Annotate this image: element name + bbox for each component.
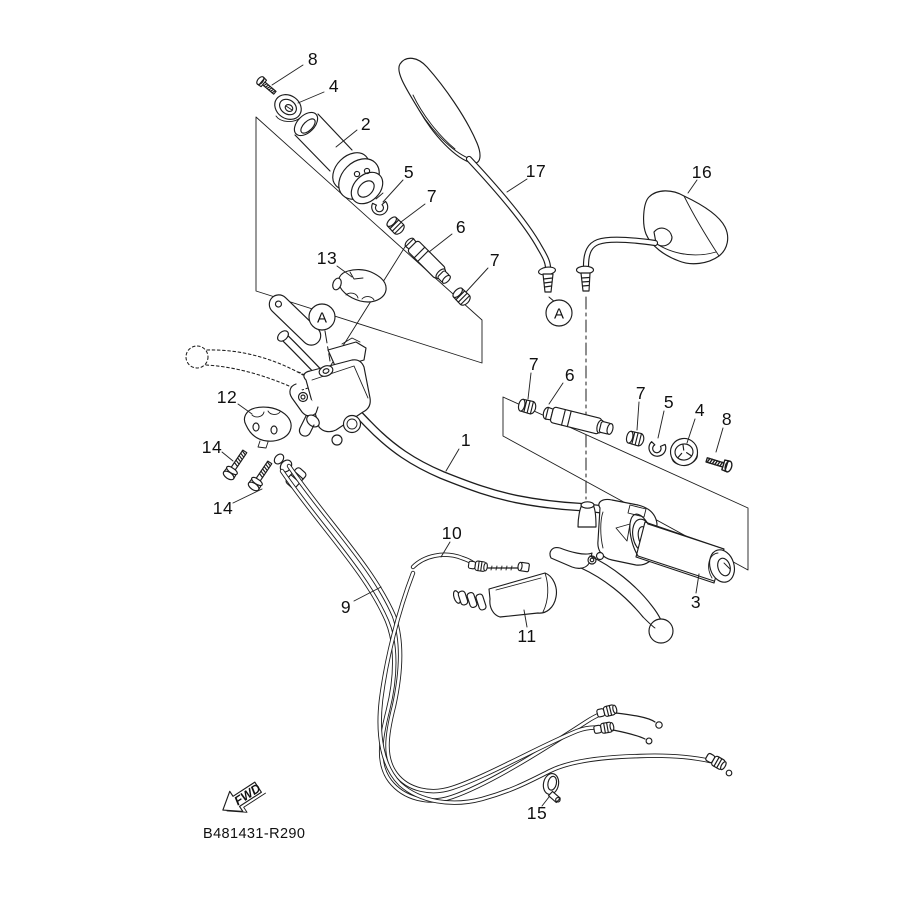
part-number-label: 7 bbox=[636, 383, 646, 403]
holder-strap bbox=[268, 294, 322, 346]
bolt-14-upper bbox=[221, 447, 251, 483]
fwd-arrow: FWD bbox=[222, 781, 266, 813]
clip-5-left bbox=[370, 199, 391, 218]
part-number-label: 15 bbox=[527, 803, 547, 823]
nut-7-right-1 bbox=[516, 397, 538, 416]
part-number-label: 8 bbox=[722, 409, 732, 429]
nut-7-right-2 bbox=[624, 429, 646, 448]
mirror-left bbox=[398, 57, 557, 293]
screw-8-left bbox=[254, 74, 279, 97]
cap-4-right bbox=[669, 437, 699, 467]
part-number-label: 13 bbox=[317, 248, 337, 268]
part-number-label: 6 bbox=[456, 217, 466, 237]
part-number-label: 10 bbox=[442, 523, 462, 543]
master-cylinder bbox=[289, 337, 371, 446]
throttle-cable-10 bbox=[410, 552, 530, 573]
ref-marker-a-right: A bbox=[545, 299, 573, 327]
part-number-label: 7 bbox=[529, 354, 539, 374]
clip-5-right bbox=[647, 440, 667, 458]
mirror-right bbox=[575, 190, 729, 292]
ref-marker-label: A bbox=[554, 306, 564, 323]
part-number-label: 6 bbox=[565, 365, 575, 385]
part-number-label: 12 bbox=[217, 387, 237, 407]
part-number-label: 3 bbox=[691, 592, 701, 612]
leader-lines bbox=[221, 64, 724, 807]
throttle-cable-end-1 bbox=[595, 703, 663, 729]
part-number-label: 14 bbox=[213, 498, 233, 518]
part-number-label: 11 bbox=[517, 626, 536, 646]
throttle-cable-end-2 bbox=[592, 720, 653, 745]
part-number-label: 8 bbox=[308, 49, 318, 69]
part-number-label: 4 bbox=[695, 400, 705, 420]
part-labels: 8 4 2 5 7 6 7 13 17 16 7 6 7 5 4 8 12 14… bbox=[202, 49, 732, 823]
clutch-cable-end bbox=[703, 751, 733, 777]
clamp-12 bbox=[243, 406, 292, 449]
cable-9-pair bbox=[279, 463, 606, 803]
ref-marker-label: A bbox=[317, 310, 327, 327]
cable-loop bbox=[377, 570, 713, 805]
throttle-grip-tube-2 bbox=[293, 111, 384, 205]
bolt-14-lower bbox=[246, 458, 276, 494]
part-number-label: 5 bbox=[404, 162, 414, 182]
fwd-arrow-label: FWD bbox=[232, 781, 264, 808]
clamp-13 bbox=[332, 269, 387, 303]
nut-7-left-upper bbox=[384, 214, 407, 237]
part-number-label: 9 bbox=[341, 597, 351, 617]
part-number-label: 2 bbox=[361, 114, 371, 134]
washer-4-left bbox=[274, 94, 302, 122]
part-number-label: 16 bbox=[692, 162, 712, 182]
part-number-label: 17 bbox=[526, 161, 546, 181]
right-panel-outline bbox=[502, 396, 749, 571]
grip-3 bbox=[629, 513, 736, 584]
diagram-code: B481431-R290 bbox=[203, 826, 305, 842]
adjuster-6-left bbox=[404, 237, 451, 284]
boot-11 bbox=[452, 572, 558, 618]
ref-marker-a-left: A bbox=[308, 303, 336, 331]
brake-lever bbox=[580, 555, 674, 644]
part-number-label: 7 bbox=[490, 250, 500, 270]
adjuster-6-right bbox=[542, 406, 614, 435]
part-number-label: 4 bbox=[329, 76, 339, 96]
clamp-15 bbox=[542, 773, 561, 804]
part-number-label: 1 bbox=[461, 430, 471, 450]
part-number-label: 7 bbox=[427, 186, 437, 206]
left-panel-outline bbox=[255, 116, 483, 364]
clutch-lever bbox=[185, 345, 309, 393]
part-number-label: 14 bbox=[202, 437, 222, 457]
screw-8-right bbox=[704, 453, 734, 474]
part-number-label: 5 bbox=[664, 392, 674, 412]
mirror-boss bbox=[577, 501, 597, 528]
